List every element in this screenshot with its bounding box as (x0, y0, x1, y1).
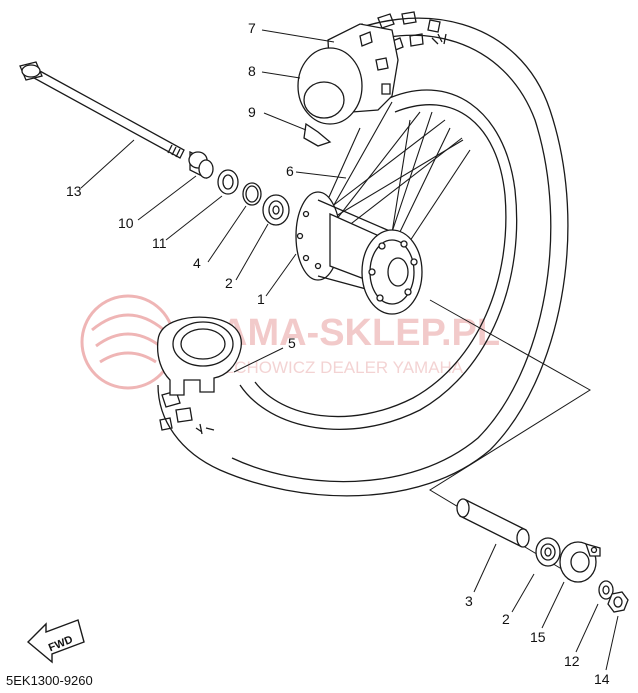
tire-section-left (156, 316, 242, 396)
bearing-upper (262, 194, 290, 226)
callout-9: 9 (248, 104, 256, 120)
watermark-title: AMA-SKLEP.PL (220, 312, 500, 354)
callout-15: 15 (530, 629, 546, 645)
nut (607, 591, 629, 613)
callout-numbers: 7 8 9 6 13 10 11 4 2 1 5 3 2 15 12 14 (66, 20, 610, 687)
callout-11: 11 (152, 235, 167, 251)
callout-4: 4 (193, 255, 201, 271)
washer (598, 580, 614, 600)
watermark-subtitle: KOSCIECHOWICZ DEALER YAMAHA (170, 358, 464, 377)
watermark: AMA-SKLEP.PL KOSCIECHOWICZ DEALER YAMAHA (80, 294, 500, 390)
callout-7: 7 (248, 20, 256, 36)
callout-5: 5 (288, 335, 296, 351)
callout-13: 13 (66, 183, 82, 199)
callout-6: 6 (286, 163, 294, 179)
callout-1: 1 (257, 291, 265, 307)
tube-section-top (297, 23, 399, 147)
callout-12: 12 (564, 653, 580, 669)
meter-gear-unit (559, 541, 601, 583)
callout-3: 3 (465, 593, 473, 609)
circlip (242, 182, 262, 206)
callout-10: 10 (118, 215, 134, 231)
callout-2-upper: 2 (225, 275, 233, 291)
fwd-arrow-icon: FWD (26, 619, 85, 664)
hub (295, 191, 423, 315)
spacer (456, 498, 530, 548)
bearing-lower (535, 537, 561, 567)
spokes (315, 101, 471, 259)
axle (19, 61, 185, 159)
callout-2-lower: 2 (502, 611, 510, 627)
collar (188, 150, 214, 180)
oil-seal (217, 169, 239, 195)
part-code: 5EK1300-9260 (6, 673, 93, 688)
leader-lines (80, 29, 619, 671)
callout-14: 14 (594, 671, 610, 687)
callout-8: 8 (248, 63, 256, 79)
